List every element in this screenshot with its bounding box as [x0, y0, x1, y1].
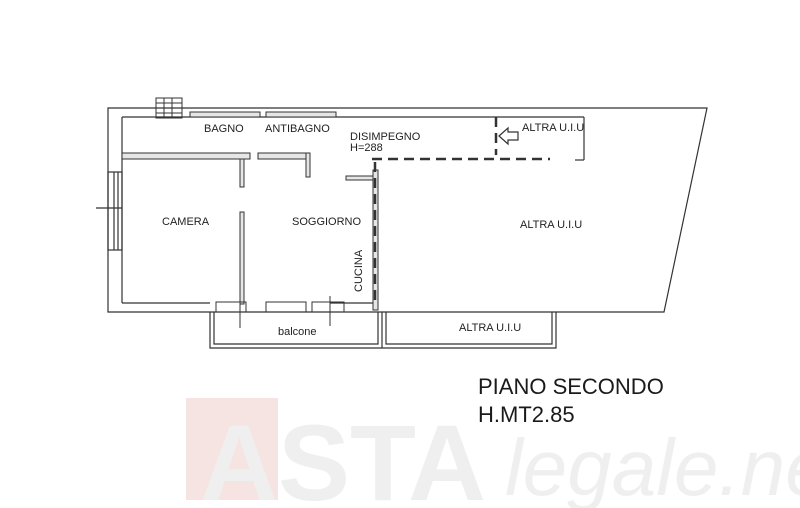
label-cucina: CUCINA — [353, 249, 365, 292]
altra-top-walls — [500, 116, 585, 161]
label-disimpegno-height: H=288 — [350, 142, 383, 154]
watermark-domain: legale.ne — [505, 423, 800, 508]
watermark: ASTA legale.ne — [186, 398, 800, 508]
lower-strips — [209, 312, 557, 349]
internal-walls — [121, 111, 379, 311]
plan-height: H.MT2.85 — [478, 402, 575, 427]
label-altra-top: ALTRA U.I.U — [522, 122, 584, 134]
plan-title: PIANO SECONDO — [478, 374, 664, 399]
watermark-brand: ASTA — [200, 402, 486, 508]
bottom-windows — [215, 296, 345, 328]
stair-hatch-icon — [155, 97, 183, 119]
label-soggiorno: SOGGIORNO — [292, 216, 362, 228]
label-antibagno: ANTIBAGNO — [265, 123, 330, 135]
watermark-logo-box — [186, 398, 278, 500]
label-camera: CAMERA — [162, 216, 210, 228]
label-bagno: BAGNO — [204, 123, 244, 135]
entry-arrow-icon — [498, 126, 519, 146]
label-balcone: balcone — [278, 326, 317, 338]
left-window — [96, 171, 123, 251]
dashed-partitions — [372, 117, 550, 300]
label-altra-right: ALTRA U.I.U — [520, 219, 582, 231]
label-disimpegno: DISIMPEGNO — [350, 131, 421, 143]
label-altra-bottom: ALTRA U.I.U — [459, 322, 521, 334]
